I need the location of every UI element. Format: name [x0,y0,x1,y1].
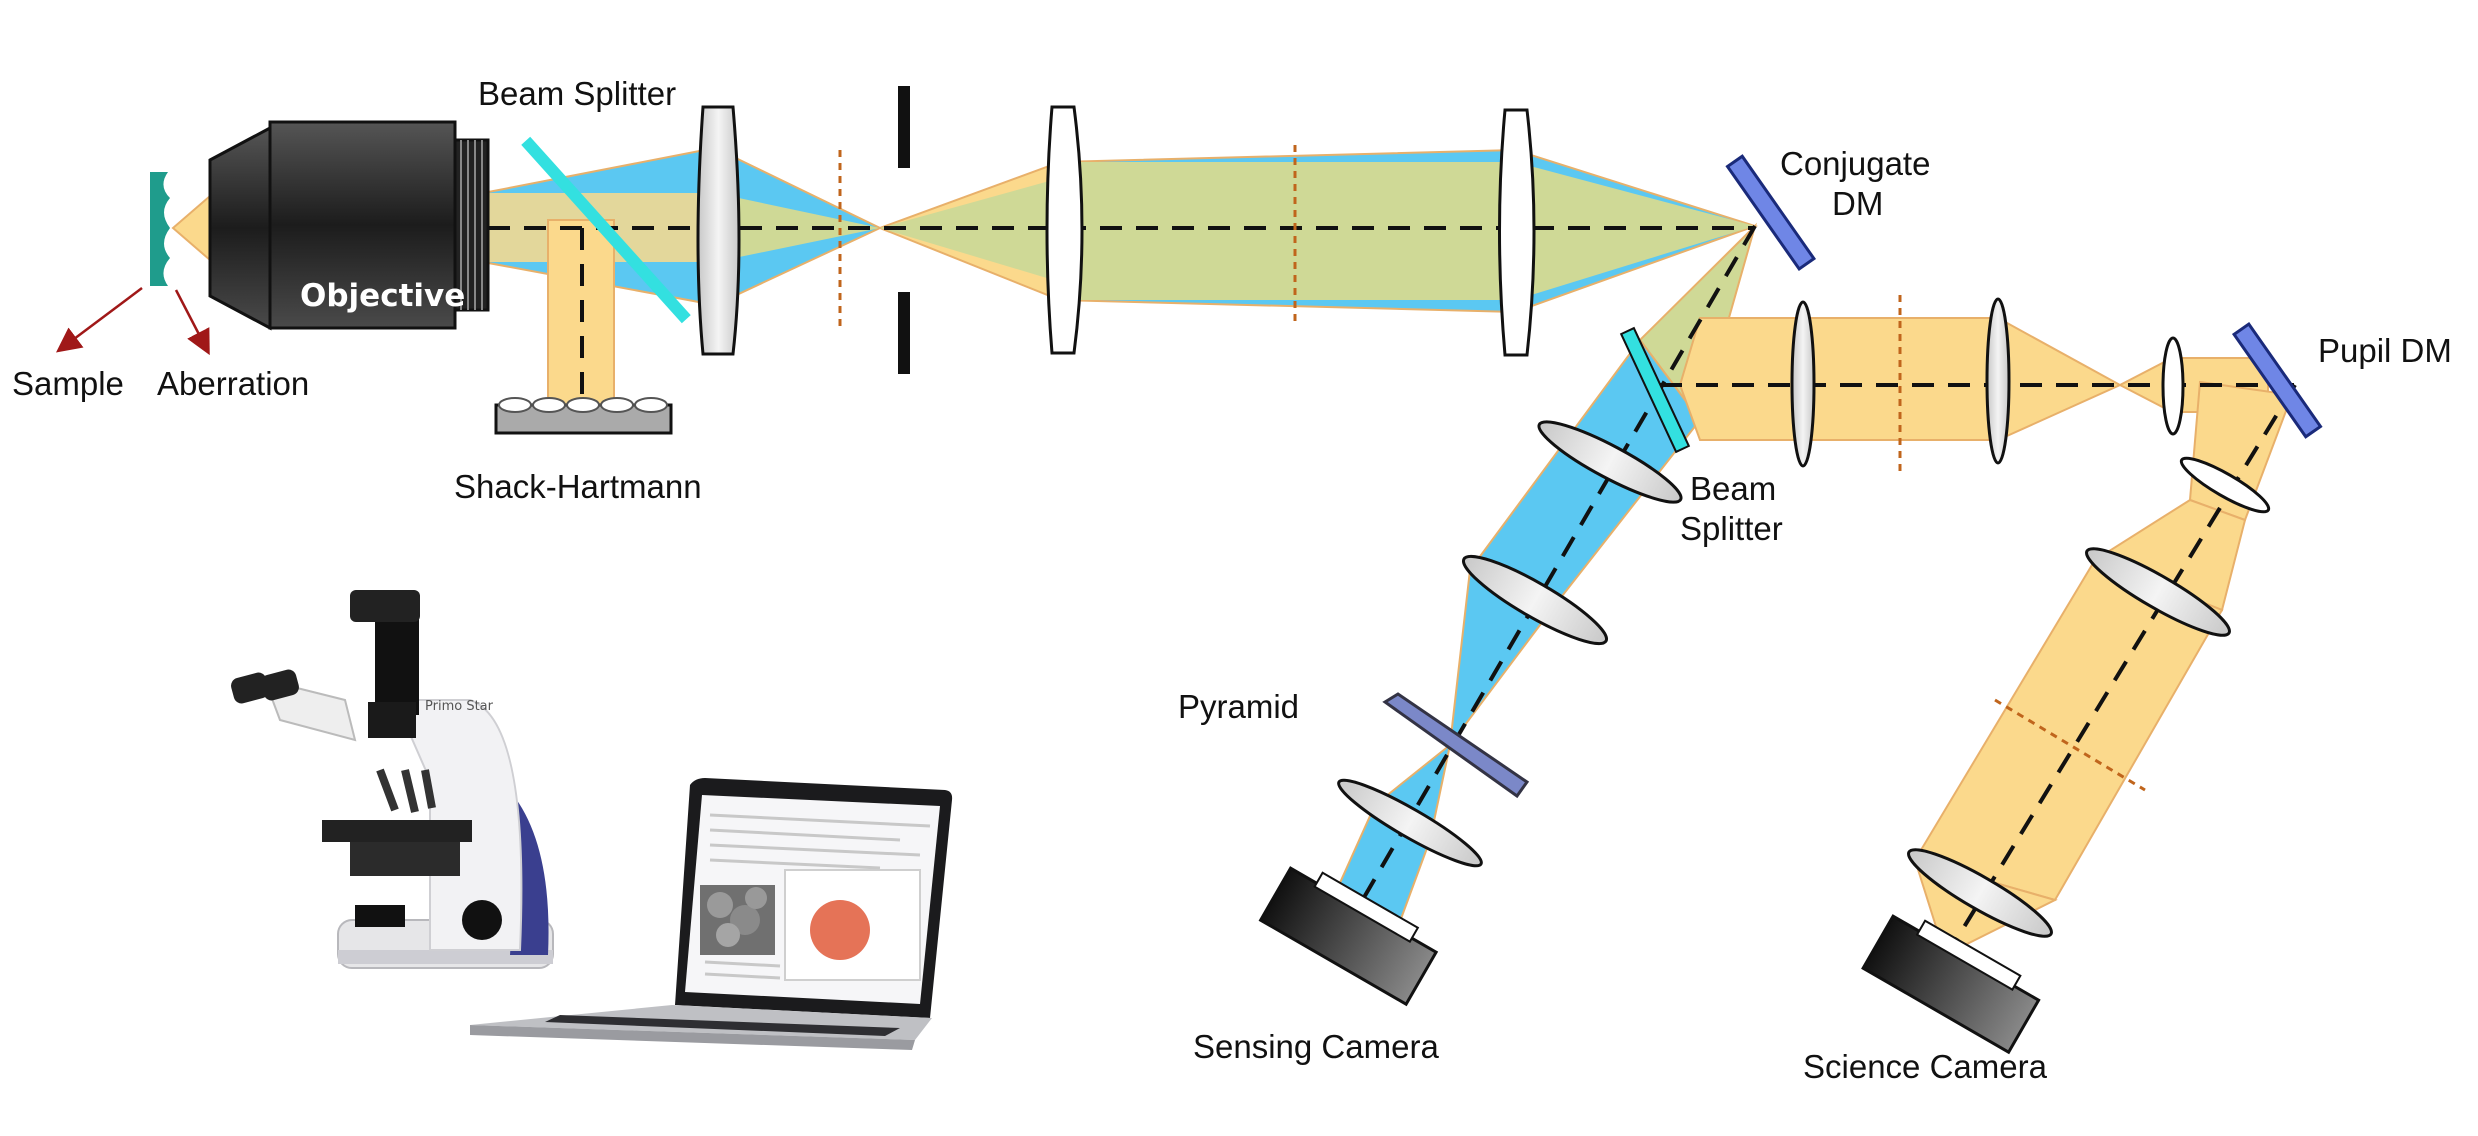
lens-sensing-3 [1337,778,1483,868]
focal-planes [838,145,2146,792]
shack-hartmann-label: Shack-Hartmann [454,468,702,505]
conjugate-dm [1725,154,1817,272]
lens-1 [696,105,741,356]
focal-plane-4 [1994,698,2146,792]
science-camera-label: Science Camera [1803,1048,2048,1085]
text-labels: Beam Splitter Sample Aberration Shack-Ha… [12,75,2452,1085]
sensing-camera [1258,866,1439,1007]
yellow-beam-splitter-to-relay [1678,317,1806,441]
sensing-camera-label: Sensing Camera [1193,1028,1439,1065]
lenslet-array [498,397,668,413]
sample-holder [150,172,170,286]
lenses [696,105,2271,938]
objective-nose [208,125,272,331]
beam-splitter-mid [1619,326,1691,454]
lens-science-2 [2085,547,2231,637]
sample-label: Sample [12,365,124,402]
conjugate-dm-label-line2: DM [1832,185,1883,222]
pupil-dm-label: Pupil DM [2318,332,2452,369]
lens-pupil-relay [2161,336,2185,436]
lens-sensing-2 [1461,554,1609,646]
pupil-dm [2231,321,2323,439]
objective-body [268,120,457,330]
aberration-arrow [174,289,210,356]
objective-thread-lines [460,140,483,310]
sample-arrows [56,287,210,356]
sensing-arm-axis [1343,224,1757,932]
objective-label: Objective [300,278,465,314]
beam-splitter-top [521,136,691,324]
yellow-beam-to-focus [1997,316,2123,442]
lens-3 [1498,108,1536,357]
lens-science-1 [2179,456,2271,514]
science-camera [1861,914,2041,1055]
laptop-icon [470,778,953,1050]
beam-sample-cone [171,193,211,263]
lens-2 [1045,105,1084,355]
beam-splitter-mid-label-line1: Beam [1690,470,1776,507]
sample-arrow [56,287,143,353]
lens-science-relay-1 [1790,300,1816,468]
field-stop-upper [898,86,910,168]
shack-hartmann-sensor [494,397,673,435]
yellow-beam-collimated [1060,162,1515,300]
beam-splitter-top-label: Beam Splitter [478,75,676,112]
pyramid-prism [1382,692,1530,799]
pyramid-label: Pyramid [1178,688,1299,725]
microscope-icon: Primo Star [231,590,554,969]
lens-science-3 [1907,848,2053,938]
objective-assembly: Objective [208,120,490,331]
conjugate-dm-label-line1: Conjugate [1780,145,1930,182]
field-stop-lower [898,292,910,374]
beam-splitter-mid-label-line2: Splitter [1680,510,1783,547]
beam-to-conjugate-dm-inner [1515,162,1755,300]
svg-text:Primo Star: Primo Star [425,699,494,714]
field-stop [898,86,910,374]
aberration-label: Aberration [157,365,309,402]
lens-sensing-1 [1537,420,1683,504]
lens-science-relay-2 [1985,297,2011,465]
mirrors-and-splitters [521,136,2323,799]
